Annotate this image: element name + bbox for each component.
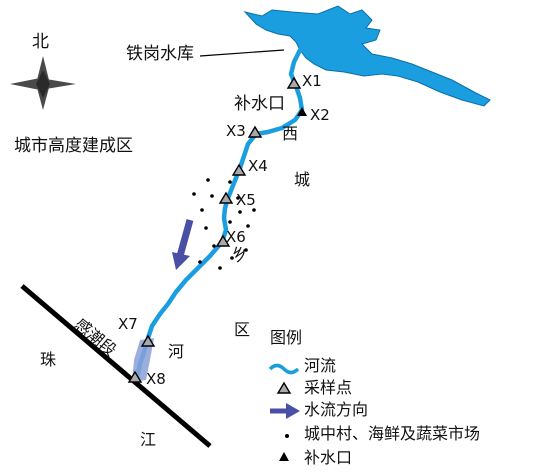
legend-market-symbol — [285, 434, 289, 438]
legend-sampling-symbol — [276, 381, 292, 394]
legend-label-inflow: 补水口 — [304, 448, 353, 467]
site-label-x4: X4 — [248, 157, 268, 175]
left-region-label: 城市高度建成区 — [14, 136, 133, 156]
legend-label-market: 城中村、海鲜及蔬菜市场 — [304, 424, 481, 443]
sampling-point-markers — [127, 76, 302, 383]
reservoir-leader-line — [199, 49, 285, 57]
sampling-point-x6 — [215, 234, 231, 247]
legend-inflow-symbol — [279, 452, 289, 461]
right-region-char-2: 城 — [294, 170, 311, 189]
right-region-char-4: 区 — [234, 320, 251, 339]
site-label-x2: X2 — [310, 106, 330, 124]
sampling-point-x4 — [231, 163, 247, 176]
legend-river-symbol — [268, 363, 300, 375]
inflow-point-marker-x2 — [297, 107, 307, 116]
reservoir-name: 铁岗水库 — [126, 44, 194, 64]
reservoir-shape — [243, 5, 491, 107]
sampling-point-x5 — [218, 191, 234, 204]
market-dots — [192, 178, 256, 270]
site-label-x5: X5 — [236, 191, 256, 209]
legend-title: 图例 — [270, 328, 303, 347]
site-label-x6: X6 — [226, 228, 246, 246]
site-label-x3: X3 — [226, 122, 246, 140]
tidal-reach-highlight — [132, 338, 154, 382]
sampling-point-x3 — [247, 125, 263, 138]
sea-char-2: 江 — [140, 430, 157, 449]
legend-label-river: 河流 — [304, 356, 337, 375]
legend-label-sampling: 采样点 — [304, 378, 353, 397]
sampling-point-x8 — [127, 370, 143, 383]
flow-direction-arrow — [172, 219, 194, 270]
sampling-point-x1 — [286, 76, 302, 89]
north-label: 北 — [32, 32, 49, 52]
site-label-x7: X7 — [118, 315, 138, 333]
sampling-point-x7 — [140, 334, 156, 347]
site-label-x8: X8 — [146, 370, 166, 388]
compass-icon — [10, 56, 76, 110]
river-name-char-1: 河 — [168, 342, 185, 361]
pearl-river-bank — [20, 284, 212, 448]
legend-flow-symbol — [270, 403, 300, 419]
sea-char-1: 珠 — [40, 350, 57, 369]
legend-label-flow: 水流方向 — [304, 400, 369, 419]
legend-symbols — [268, 363, 300, 461]
site-label-x1: X1 — [302, 72, 322, 90]
right-region-char-1: 西 — [282, 124, 299, 143]
inflow-label: 补水口 — [234, 94, 285, 114]
